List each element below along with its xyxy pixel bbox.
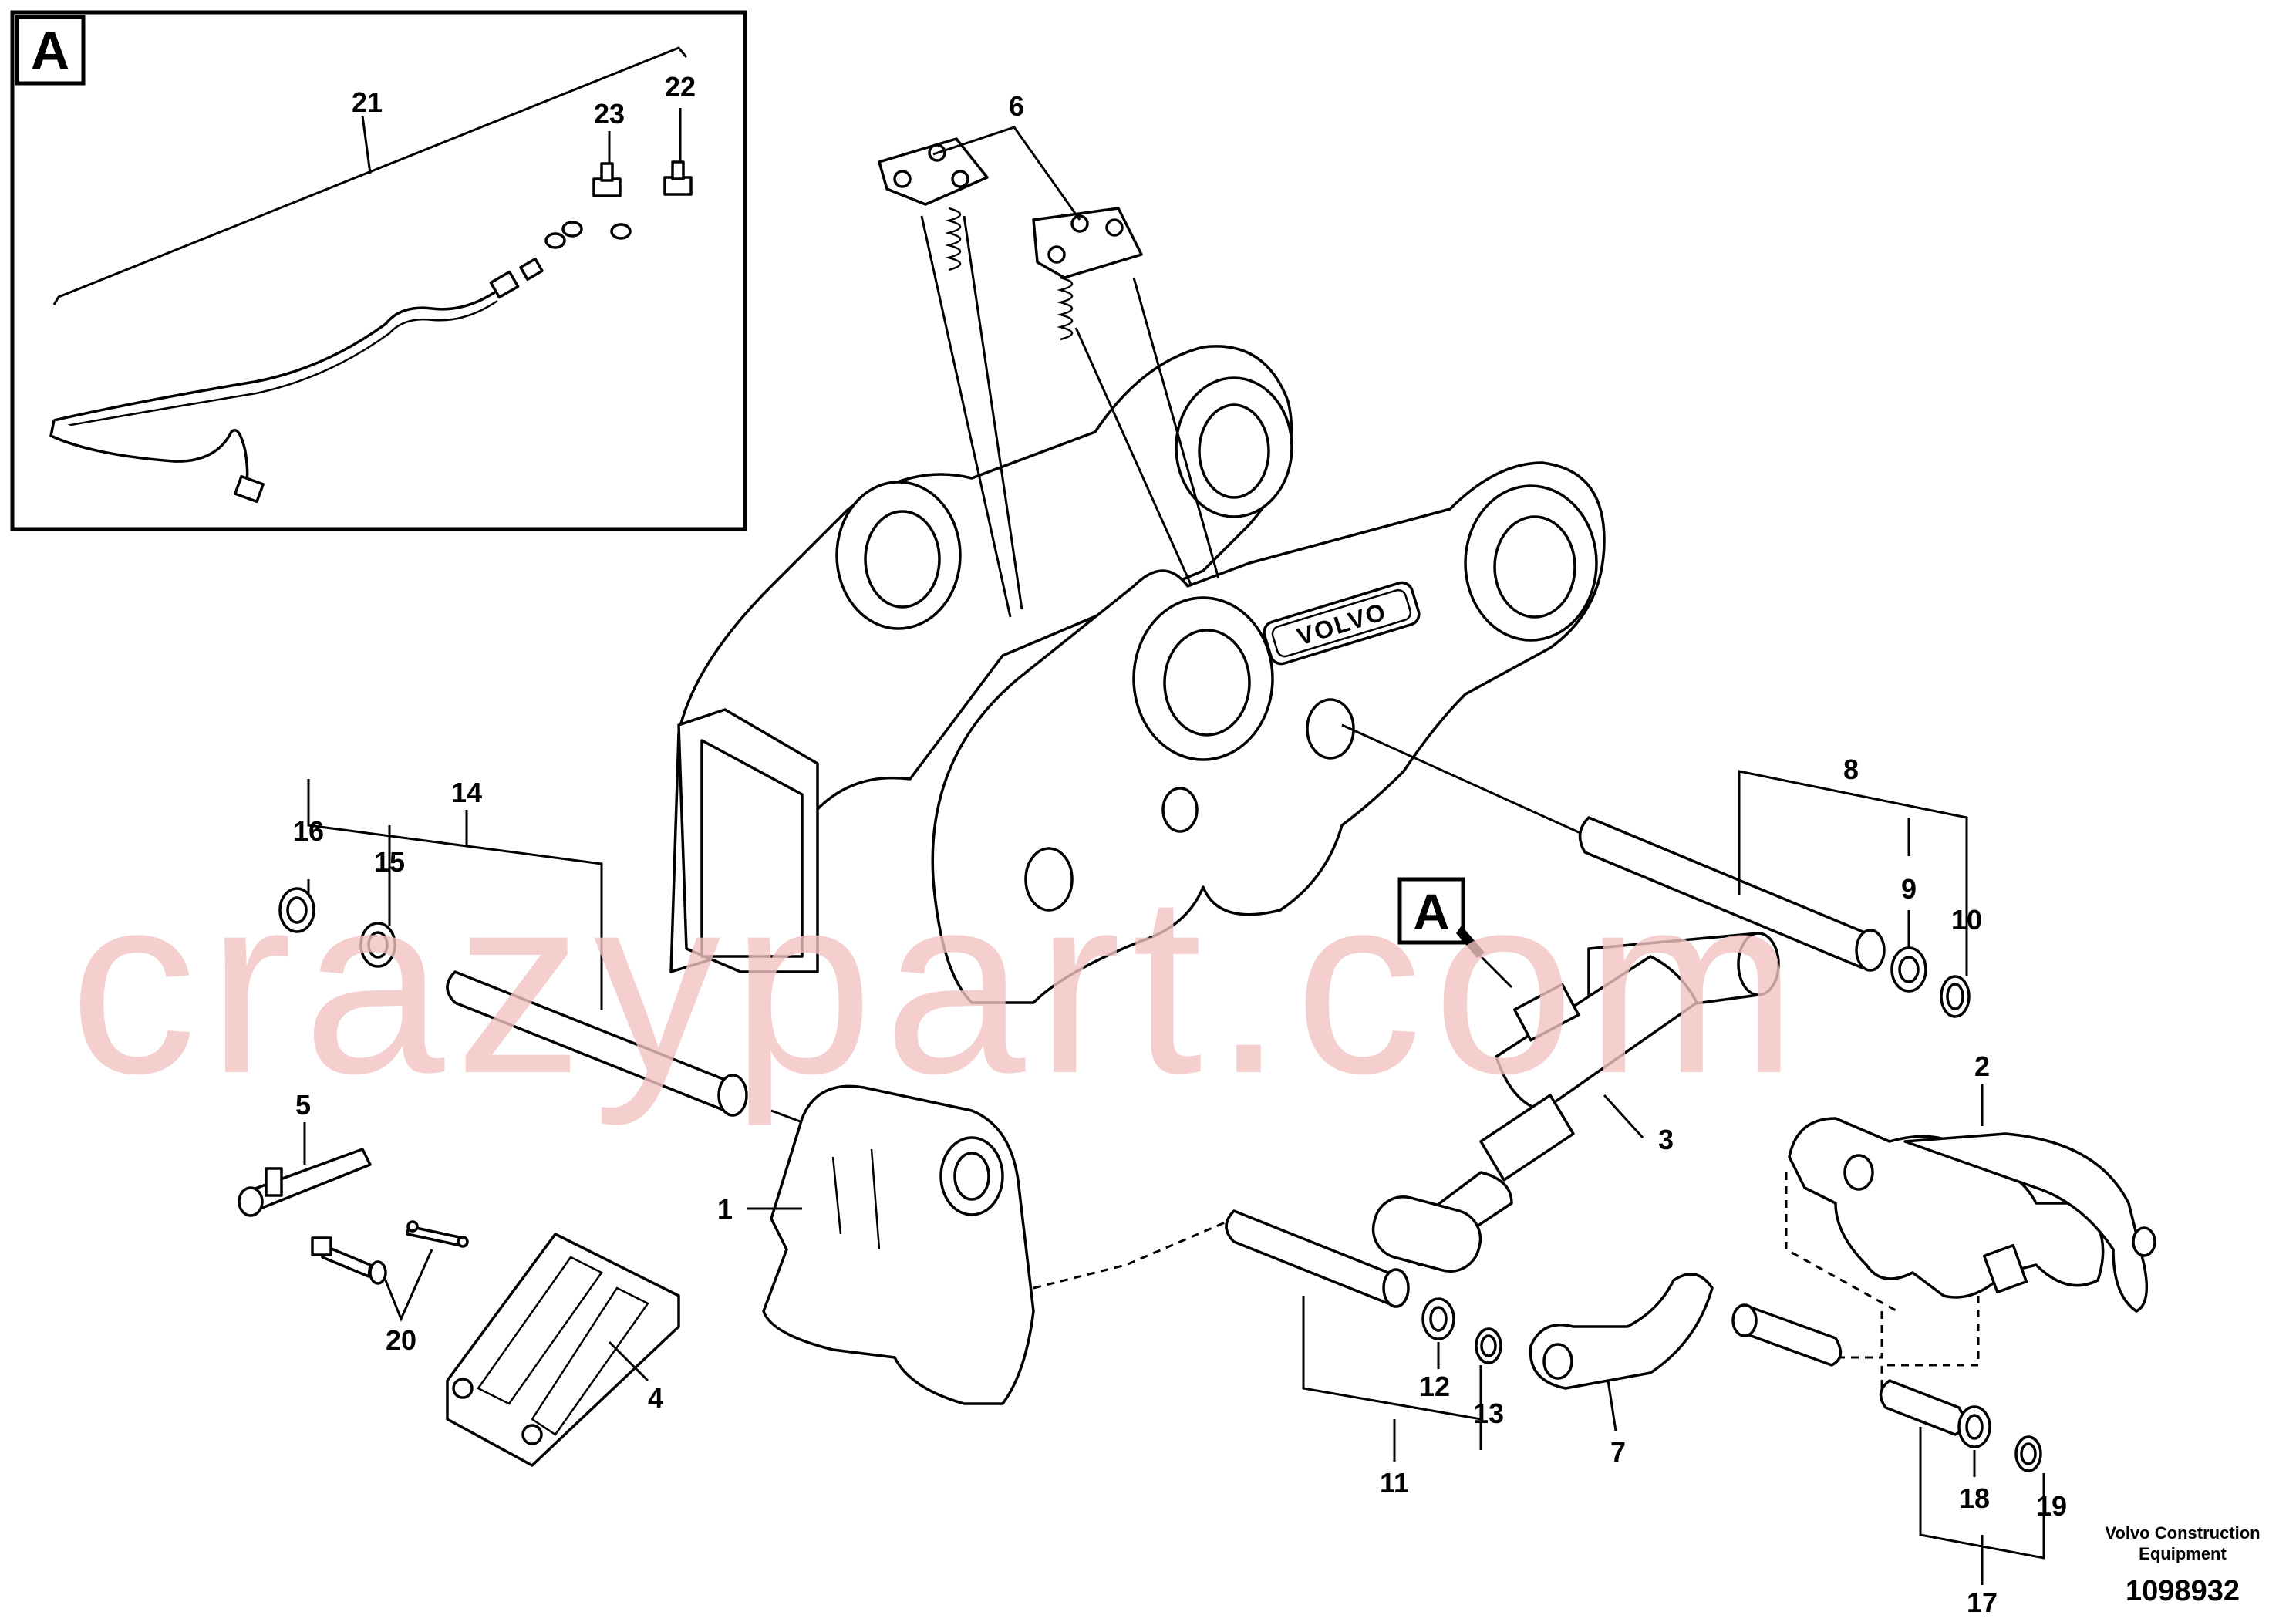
watermark: crazypart.com [69, 841, 1808, 1128]
fitting-23 [592, 162, 622, 197]
callout-20: 20 [386, 1324, 416, 1356]
callout-23: 23 [594, 98, 625, 130]
callout-17: 17 [1967, 1587, 1998, 1618]
marker-a: A [1397, 877, 1513, 989]
svg-text:A: A [1413, 883, 1450, 940]
o-ring [544, 232, 566, 249]
callout-22: 22 [665, 71, 696, 103]
drawing-number: 1098932 [2126, 1575, 2240, 1607]
hydraulic-pipe [53, 284, 503, 422]
callout-15: 15 [374, 846, 405, 878]
callout-3: 3 [1658, 1124, 1674, 1155]
coupler-frame: VOLVO [669, 345, 1606, 1004]
callout-21: 21 [352, 86, 383, 118]
inset-label: A [31, 21, 70, 81]
callout-8: 8 [1843, 754, 1859, 785]
callout-19: 19 [2036, 1490, 2067, 1522]
company-line1: Volvo Construction [2105, 1523, 2260, 1543]
callout-2: 2 [1974, 1050, 1990, 1082]
pin-17: 17 18 19 [1731, 1303, 2067, 1618]
callout-18: 18 [1959, 1482, 1990, 1514]
pin-11: 11 12 13 [1225, 1209, 1504, 1499]
callout-11: 11 [1380, 1467, 1409, 1499]
callout-14: 14 [451, 777, 482, 808]
callout-6: 6 [1009, 90, 1024, 122]
latch-7: 7 [1529, 1273, 1714, 1468]
inset-box: A 21 23 22 [10, 10, 747, 531]
latch-body-1: 1 [717, 1084, 1235, 1405]
spring-assembly: 6 [878, 90, 1220, 618]
callout-4: 4 [648, 1382, 663, 1414]
callout-7: 7 [1610, 1436, 1626, 1468]
callout-16: 16 [293, 815, 324, 847]
pin-8: 8 9 10 [1578, 754, 1982, 1018]
fitting [489, 270, 520, 299]
hook-2: 2 [1785, 1050, 2156, 1396]
callout-13: 13 [1473, 1398, 1504, 1429]
callout-5: 5 [295, 1089, 311, 1121]
bolt-20: 20 [311, 1220, 469, 1356]
company-line2: Equipment [2139, 1544, 2227, 1563]
callout-12: 12 [1419, 1371, 1450, 1402]
fitting-22 [663, 160, 693, 196]
pin-14: 14 15 16 [278, 777, 803, 1124]
footer: Volvo Construction Equipment 1098932 [2105, 1523, 2260, 1607]
callout-9: 9 [1901, 873, 1917, 905]
hydraulic-cylinder-3: 3 [1341, 723, 1780, 1273]
pin-5: 5 [238, 1089, 372, 1217]
wedge-4: 4 [446, 1233, 680, 1467]
callout-10: 10 [1951, 904, 1982, 936]
callout-1: 1 [717, 1193, 733, 1225]
